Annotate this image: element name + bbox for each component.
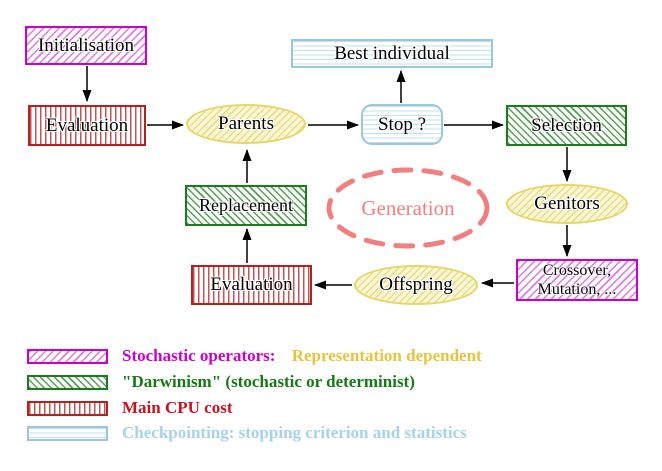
legend-label-cpu-cost: Main CPU cost bbox=[122, 398, 233, 417]
node-generation: Generation bbox=[325, 166, 491, 250]
node-initialisation: Initialisation bbox=[25, 26, 147, 65]
legend-label-checkpointing: Checkpointing: stopping criterion and st… bbox=[122, 423, 467, 442]
generation-dashed-ellipse bbox=[326, 167, 490, 249]
node-stop-label: Stop ? bbox=[377, 113, 427, 135]
node-parents-label: Parents bbox=[218, 113, 274, 135]
node-replacement: Replacement bbox=[185, 185, 307, 226]
node-offspring: Offspring bbox=[354, 265, 478, 305]
node-offspring-label: Offspring bbox=[379, 274, 453, 296]
legend-item-checkpointing: Checkpointing: stopping criterion and st… bbox=[27, 423, 467, 443]
node-evaluation-top: Evaluation bbox=[28, 105, 146, 146]
node-initialisation-label: Initialisation bbox=[37, 34, 135, 56]
node-replacement-label: Replacement bbox=[199, 195, 293, 216]
node-stop: Stop ? bbox=[361, 104, 443, 145]
node-evaluation-bottom-label: Evaluation bbox=[210, 274, 293, 296]
node-best-individual-label: Best individual bbox=[334, 42, 450, 64]
node-generation-label: Generation bbox=[361, 195, 455, 220]
legend-label-darwinism: "Darwinism" (stochastic or determinist) bbox=[122, 372, 415, 391]
node-evaluation-top-label: Evaluation bbox=[45, 114, 129, 136]
node-crossover-line2: Mutation, ... bbox=[537, 281, 617, 298]
legend-swatch-magenta-hatch bbox=[27, 348, 108, 364]
legend-label-stochastic-operators: Stochastic operators: bbox=[122, 346, 276, 365]
legend-item-darwinism: "Darwinism" (stochastic or determinist) bbox=[27, 372, 415, 392]
node-genitors: Genitors bbox=[506, 184, 628, 224]
node-crossover-line1: Crossover, bbox=[542, 261, 612, 279]
node-best-individual: Best individual bbox=[291, 39, 493, 68]
legend-label-representation-dependent: Representation dependent bbox=[291, 346, 482, 365]
legend-swatch-red-stripes bbox=[27, 400, 108, 416]
node-crossover-mutation: Crossover, Mutation, ... bbox=[516, 259, 638, 301]
legend-swatch-cyan-stripes bbox=[27, 425, 108, 441]
legend-item-cpu-cost: Main CPU cost bbox=[27, 398, 232, 418]
node-genitors-label: Genitors bbox=[534, 193, 600, 215]
node-selection: Selection bbox=[506, 105, 627, 146]
node-evaluation-bottom: Evaluation bbox=[191, 265, 312, 305]
legend-swatch-green-hatch bbox=[27, 374, 108, 390]
node-selection-label: Selection bbox=[531, 114, 602, 136]
legend-item-stochastic: Stochastic operators: Representation dep… bbox=[27, 346, 482, 366]
node-parents: Parents bbox=[186, 104, 306, 144]
legend-text-stochastic: Stochastic operators: Representation dep… bbox=[122, 346, 482, 366]
